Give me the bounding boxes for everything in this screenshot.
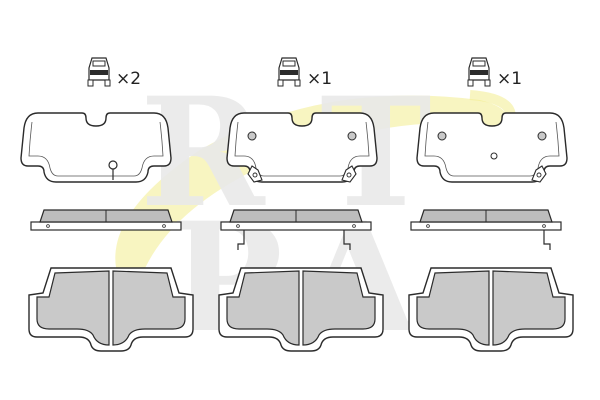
kit-2-pad-side-view	[220, 209, 372, 250]
kit-3: ×1	[408, 57, 574, 352]
caliper-icon	[87, 57, 111, 87]
kit-1-pad-bottom-view	[28, 267, 194, 352]
caliper-icon	[467, 57, 491, 87]
kit-1: ×2	[20, 57, 194, 352]
kit-1-pad-top-view	[20, 112, 172, 183]
kit-2-quantity-label: ×1	[307, 69, 332, 89]
kit-2-quantity: ×1	[277, 57, 332, 89]
kit-2: ×1	[218, 57, 384, 352]
kit-3-pad-side-view	[410, 209, 562, 250]
caliper-icon	[277, 57, 301, 87]
kit-1-quantity-label: ×2	[116, 69, 141, 89]
kit-1-pad-side-view	[30, 209, 182, 231]
kit-3-pad-bottom-view	[408, 267, 574, 352]
kit-2-pad-top-view	[226, 112, 378, 183]
kit-3-quantity-label: ×1	[497, 69, 522, 89]
watermark-swoosh	[115, 95, 507, 300]
kit-1-quantity: ×2	[87, 57, 141, 89]
kit-3-pad-top-view	[416, 112, 568, 183]
kit-3-quantity: ×1	[467, 57, 522, 89]
